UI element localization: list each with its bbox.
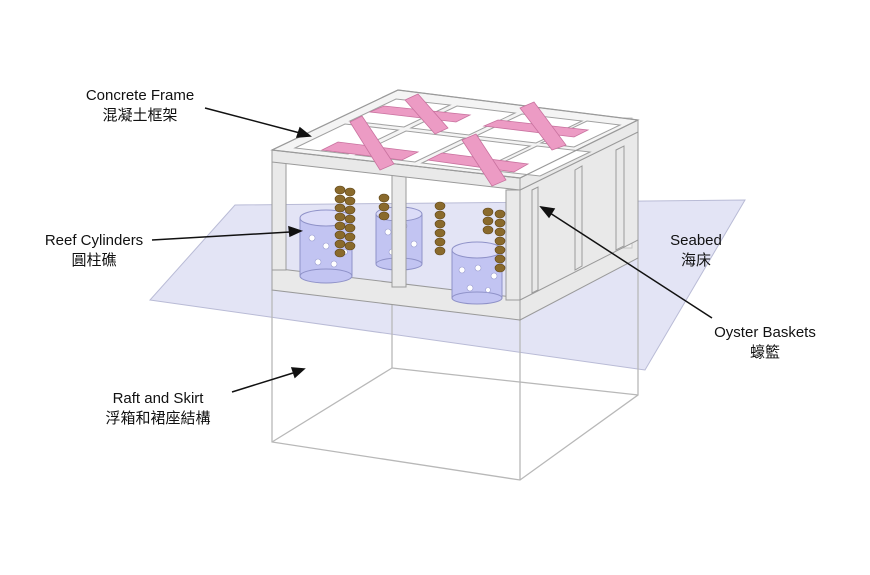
oyster-basket	[494, 254, 506, 264]
oyster-basket	[334, 185, 346, 195]
oyster-basket	[494, 245, 506, 255]
raft-and-skirt-box	[271, 258, 639, 481]
oyster-basket	[344, 241, 356, 251]
oyster-basket-string	[434, 201, 446, 256]
oyster-basket	[494, 236, 506, 246]
oyster-basket	[344, 205, 356, 215]
oyster-basket	[378, 193, 390, 203]
oyster-basket	[434, 237, 446, 247]
oyster-basket-string	[494, 209, 506, 273]
oyster-basket	[434, 201, 446, 211]
label-raft-and-skirt: Raft and Skirt 浮箱和裙座結構	[92, 389, 224, 429]
oyster-basket-string	[344, 187, 356, 251]
label-seabed: Seabed 海床	[660, 231, 732, 271]
oyster-basket	[482, 216, 494, 226]
oyster-basket	[494, 209, 506, 219]
pink-crossbeams	[320, 93, 590, 187]
oyster-basket	[494, 218, 506, 228]
oyster-basket	[482, 207, 494, 217]
oyster-basket	[344, 223, 356, 233]
label-raft-and-skirt-zh: 浮箱和裙座結構	[105, 410, 211, 427]
label-oyster-baskets-en: Oyster Baskets	[714, 324, 816, 341]
oyster-basket	[334, 239, 346, 249]
oyster-basket-string	[482, 207, 494, 235]
oyster-basket	[494, 263, 506, 273]
oyster-basket	[334, 194, 346, 204]
oyster-basket	[334, 230, 346, 240]
label-reef-cylinders-zh: 圓柱礁	[71, 252, 117, 269]
oyster-basket-string	[378, 193, 390, 221]
label-seabed-en: Seabed	[670, 232, 722, 249]
oyster-basket	[344, 232, 356, 242]
seabed-plane	[149, 199, 746, 371]
frame-top	[270, 89, 640, 191]
oyster-basket	[434, 228, 446, 238]
arrow-raft-and-skirt	[231, 372, 294, 393]
oyster-basket	[378, 211, 390, 221]
oyster-basket	[482, 225, 494, 235]
arrow-reef-cylinders	[151, 231, 291, 241]
frame-front-posts	[271, 131, 639, 301]
label-raft-and-skirt-en: Raft and Skirt	[112, 390, 204, 407]
label-concrete-frame: Concrete Frame 混凝土框架	[78, 86, 202, 126]
oyster-basket	[344, 196, 356, 206]
label-concrete-frame-zh: 混凝土框架	[102, 107, 178, 124]
oyster-basket-string	[334, 185, 346, 258]
oyster-basket	[334, 203, 346, 213]
leader-arrows	[151, 107, 713, 393]
oyster-basket	[434, 246, 446, 256]
oyster-basket	[378, 202, 390, 212]
oyster-basket	[494, 227, 506, 237]
label-oyster-baskets-zh: 蠔籃	[749, 344, 780, 361]
label-reef-cylinders: Reef Cylinders 圓柱礁	[36, 231, 152, 271]
oyster-basket	[334, 212, 346, 222]
oyster-basket	[344, 214, 356, 224]
oyster-basket	[344, 187, 356, 197]
oyster-basket	[434, 219, 446, 229]
arrow-oyster-baskets	[549, 212, 713, 319]
oyster-basket	[434, 210, 446, 220]
label-reef-cylinders-en: Reef Cylinders	[44, 232, 144, 249]
reef-cylinder	[451, 241, 503, 305]
arrow-concrete-frame	[204, 107, 301, 134]
label-seabed-zh: 海床	[680, 252, 711, 269]
oyster-basket	[334, 248, 346, 258]
label-concrete-frame-en: Concrete Frame	[85, 87, 195, 104]
oyster-basket	[334, 221, 346, 231]
label-oyster-baskets: Oyster Baskets 蠔籃	[702, 323, 828, 363]
